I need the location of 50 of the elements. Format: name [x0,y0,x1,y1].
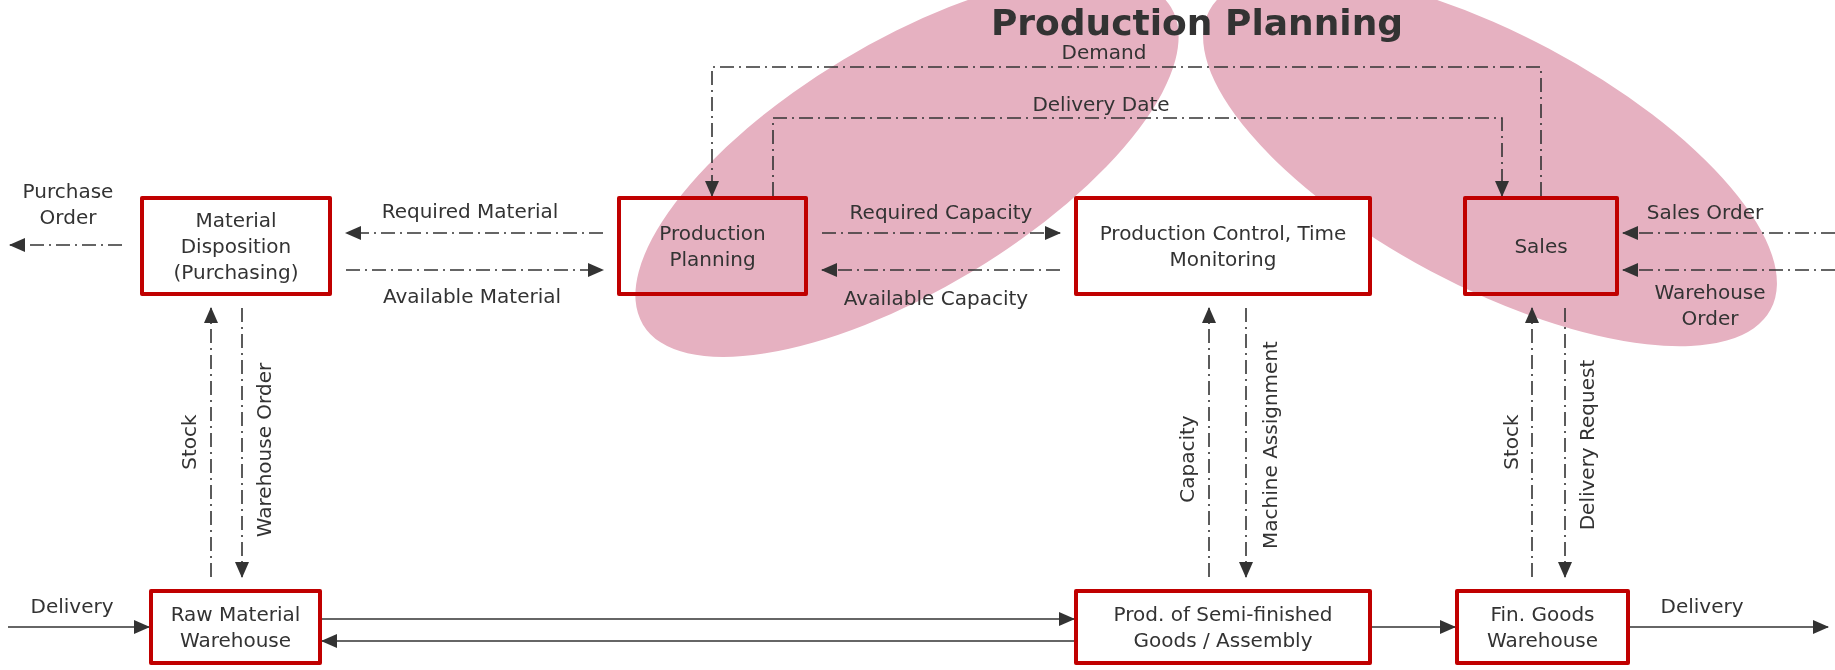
edge-label: Sales Order [1646,199,1764,225]
edge-label: Delivery [30,593,114,619]
arrow [204,307,218,578]
edge-label: Stock [1498,414,1524,470]
box-label: Material Disposition (Purchasing) [172,207,300,285]
process-box [140,196,332,296]
box-label: Fin. Goods Warehouse [1485,601,1600,653]
box-label: Prod. of Semi-finished Goods / Assembly [1112,601,1334,653]
arrow [1202,307,1216,578]
edge-label: Delivery Date [1032,91,1170,117]
edge-label: Available Capacity [843,285,1029,311]
arrow [321,634,1075,648]
arrow [1622,263,1835,277]
edge-label: Available Material [382,283,562,309]
box-label: Production Planning [658,220,767,272]
process-box [617,196,808,296]
arrow [345,263,604,277]
arrow [321,612,1075,626]
edge-label: Delivery [1660,593,1744,619]
process-box [149,589,322,665]
arrow [235,307,249,578]
edge-label: Machine Assignment [1257,341,1283,549]
arrow [1558,307,1572,578]
edge-label: Delivery Request [1574,359,1600,531]
edge-label: Capacity [1174,415,1200,503]
box-label: Production Control, Time Monitoring [1098,220,1348,272]
arrow [1371,620,1456,634]
process-box [1074,196,1372,296]
arrow [1525,307,1539,578]
arrow [705,66,1542,197]
arrow [1629,620,1829,634]
arrow [1622,226,1835,240]
edge-label: Required Material [381,198,559,224]
edge-label: Required Capacity [849,199,1033,225]
edge-label: Stock [176,414,202,470]
edge-label: Warehouse Order [1653,279,1767,331]
arrow [821,263,1061,277]
process-box [1463,196,1619,296]
process-box [1074,589,1372,665]
box-label: Raw Material Warehouse [169,601,302,653]
process-box [1455,589,1630,665]
arrow [9,238,123,252]
arrow [7,620,150,634]
edge-label: Warehouse Order [251,362,277,538]
box-label: Sales [1514,233,1568,259]
edge-label: Purchase Order [21,178,115,230]
arrow [1239,307,1253,578]
arrow [345,226,604,240]
arrow [821,226,1061,240]
arrow [772,117,1509,197]
